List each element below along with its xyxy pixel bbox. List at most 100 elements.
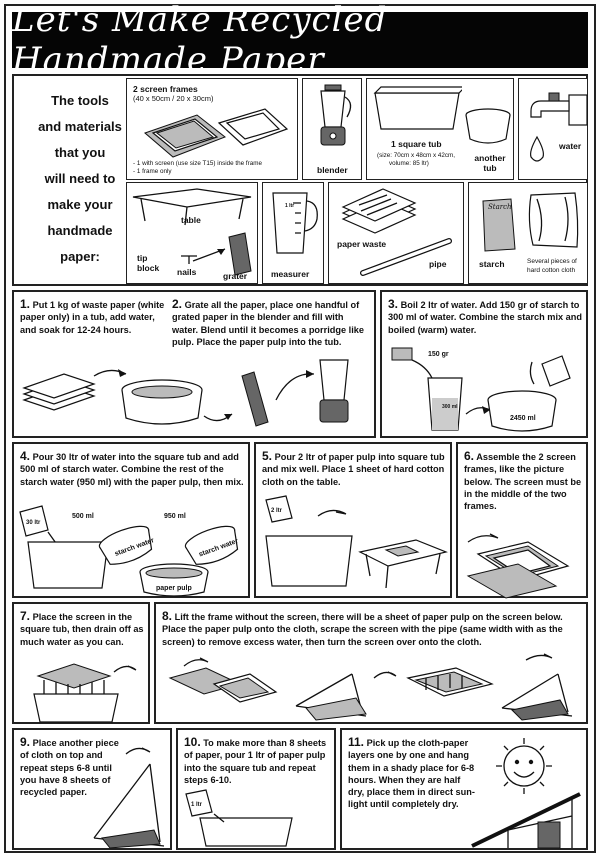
sun-icon [496,738,552,794]
step-9: 9. Place another piece of cloth on top a… [12,728,172,850]
starch-label: starch [479,259,505,269]
measurer-icon: 1 ltr [272,192,318,254]
intro-line: make your [47,197,113,212]
step-11: 11. Pick up the cloth-paper layers one b… [340,728,588,850]
cloth-label: Several pieces of hard cotton cloth [527,258,577,274]
intro-line: and materials [38,119,122,134]
jug-icon [19,505,49,537]
step-5: 5. Pour 2 ltr of paper pulp into square … [254,442,452,598]
square-tub-title: 1 square tub [391,139,442,149]
step-3-text: 3. Boil 2 ltr of water. Add 150 gr of st… [388,297,583,335]
grater-icon [241,371,269,427]
step-number: 7. [20,609,31,623]
blender-icon [320,84,352,146]
tool-paper-waste: paper waste pipe [328,182,464,284]
intro-line: The tools [51,93,109,108]
blender-icon [319,359,349,423]
step-7-illustration [33,663,137,723]
tool-blender: blender [302,78,362,180]
tools-intro: The tools and materials that you will ne… [28,88,132,270]
step-6-illustration [466,533,570,599]
step-number: 11. [348,735,365,749]
step-number: 9. [20,735,31,749]
cloth-icon [528,192,579,248]
amount-950-label: 950 ml [164,513,186,520]
arrow-icon [192,248,226,262]
tool-table: table tip block nails grater [126,182,258,284]
step-10: 10. To make more than 8 sheets of paper,… [176,728,336,850]
step-10-text: 10. To make more than 8 sheets of paper,… [184,735,327,785]
faucet-icon [530,92,588,126]
table-label: table [181,215,201,225]
jug-amount-label: 2 ltr [271,508,283,514]
table-icon [132,188,252,226]
step-number: 10. [184,735,201,749]
screen-frames-icon [144,108,289,158]
nails-icon [181,255,197,264]
tub-amount-label: 2450 ml [510,415,536,422]
tool-starch-cloth: Starch starch Several pieces of hard cot… [468,182,588,284]
step-1-text: 1. Put 1 kg of waste paper (white paper … [20,297,165,335]
step-number: 5. [262,449,273,463]
tool-another-tub: another tub [462,78,514,180]
step-number: 1. [20,297,31,311]
paper-pulp-label: paper pulp [156,585,192,592]
measurer-label: measurer [271,269,310,279]
measurer-mark: 1 ltr [285,203,294,209]
square-tub-size: (size: 70cm x 48cm x 42cm, [377,152,456,159]
grater-label: grater [223,271,248,281]
arrow-icon [275,373,315,401]
screen-frames-note: - 1 with screen (use size T15) inside th… [133,160,263,167]
step-9-text: 9. Place another piece of cloth on top a… [20,735,119,798]
starch-pack-icon: Starch [482,198,516,252]
square-tub-icon [373,86,467,130]
starch-amount-label: 150 gr [428,351,449,358]
intro-line: handmade [47,223,113,238]
step-number: 3. [388,297,399,311]
step-4-text: 4. Pour 30 ltr of water into the square … [20,449,244,487]
blender-label: blender [317,165,348,175]
water-label: water [559,141,582,151]
step-5-illustration: 2 ltr [265,495,448,589]
drying-line-illustration [471,792,581,849]
tool-screen-frames: 2 screen frames (40 x 50cm / 20 x 30cm) … [126,78,298,180]
tools-section: The tools and materials that you will ne… [12,74,588,286]
paper-waste-label: paper waste [337,239,387,249]
jug-icon [265,495,293,523]
pipe-label: pipe [429,259,447,269]
jug-amount-label: 30 ltr [26,520,41,526]
step-11-text: 11. Pick up the cloth-paper layers one b… [348,735,475,810]
pipe-icon [360,238,452,276]
step-10-illustration: 1 ltr [185,789,293,847]
step-3: 3. Boil 2 ltr of water. Add 150 gr of st… [380,290,588,438]
another-tub-icon [465,108,511,144]
nails-label: nails [177,267,197,277]
paper-waste-icon [341,188,417,234]
step-8: 8. Lift the frame without the screen, th… [154,602,588,724]
title-text: Let's Make Recycled Handmade Paper [12,0,388,80]
paper-stack-icon [22,373,96,411]
step-7-text: 7. Place the screen in the square tub, t… [20,609,144,647]
step-9-illustration [93,747,165,849]
step-2-text: 2. Grate all the paper, place one handfu… [172,297,364,347]
step-number: 2. [172,297,183,311]
step-6: 6. Assemble the 2 screen frames, like th… [456,442,588,599]
step-4-illustration: 30 ltr 500 ml starch water 950 ml starch… [19,505,239,597]
screen-frames-note: - 1 frame only [133,168,172,175]
step-3-illustration: 150 gr 300 ml 2450 ml [391,347,571,432]
water-drop-icon [530,135,544,162]
tool-measurer: 1 ltr measurer [262,182,324,284]
amount-500-label: 500 ml [72,513,94,520]
square-tub-volume: volume: 85 ltr) [389,160,429,167]
cup-amount-label: 300 ml [442,404,458,410]
step-number: 8. [162,609,173,623]
intro-line: that you [54,145,106,160]
step-6-text: 6. Assemble the 2 screen frames, like th… [464,449,582,512]
tub-icon [121,379,203,425]
screen-frames-size: (40 x 50cm / 20 x 30cm) [133,94,214,103]
tool-square-tub: 1 square tub (size: 70cm x 48cm x 42cm, … [366,78,467,180]
intro-line: paper: [60,249,100,264]
step-number: 4. [20,449,31,463]
step-5-text: 5. Pour 2 ltr of paper pulp into square … [262,449,445,487]
step-1-2-illustration [22,359,349,427]
